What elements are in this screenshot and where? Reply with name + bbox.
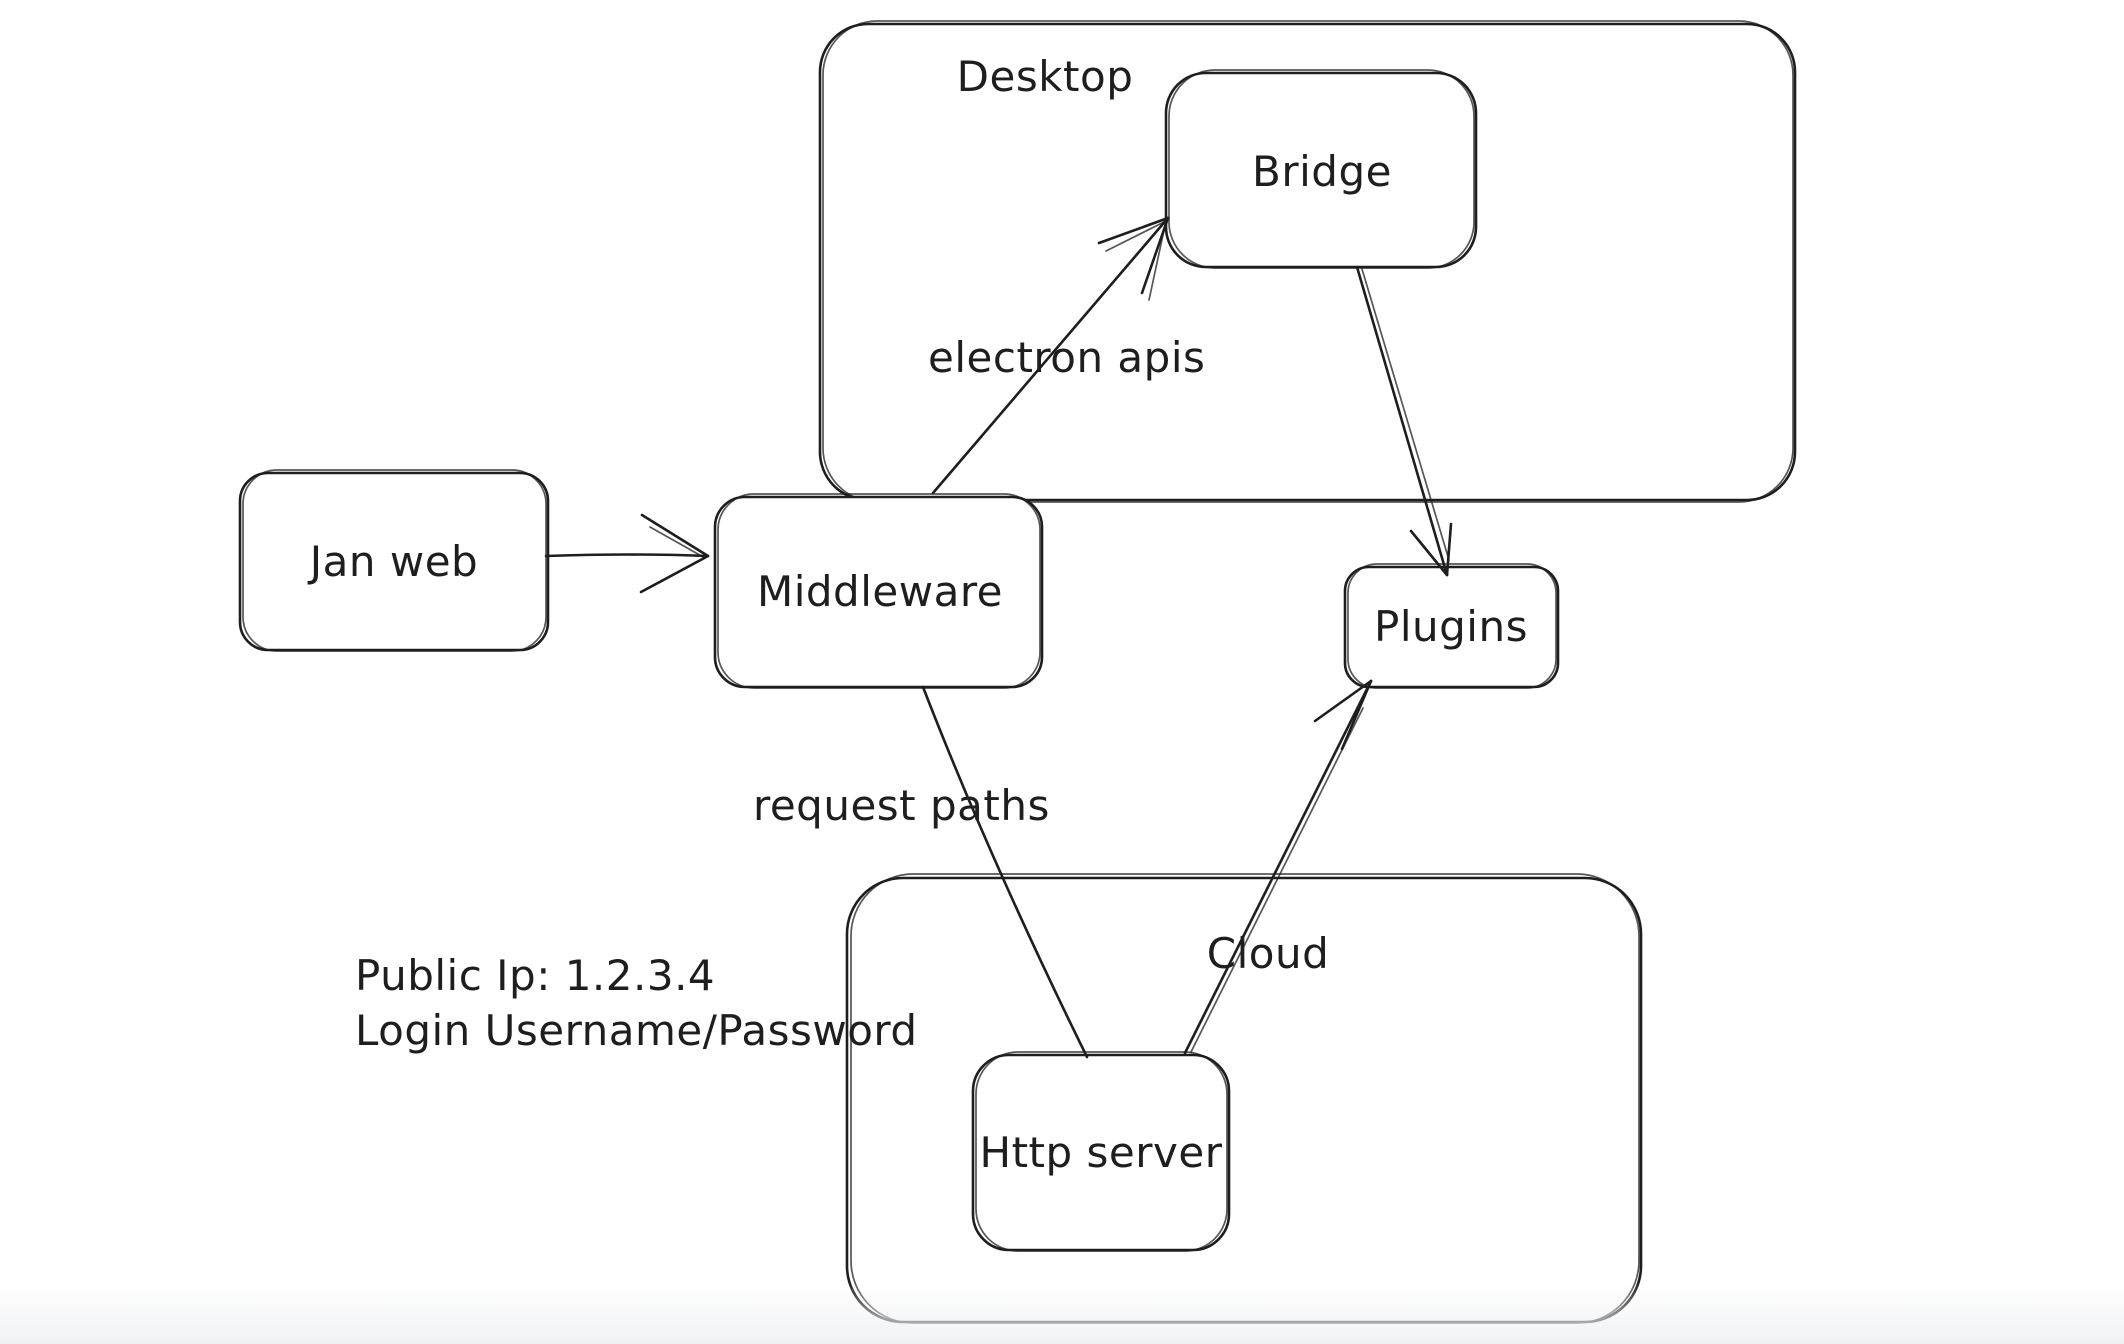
bridge-label[interactable]: Bridge (1252, 146, 1392, 196)
public-ip-text[interactable]: Public Ip: 1.2.3.4 (355, 950, 716, 1000)
http-server-node[interactable] (971, 1051, 1231, 1252)
arrow-middleware-to-bridge[interactable] (931, 216, 1170, 495)
middleware-node[interactable] (713, 493, 1044, 689)
desktop-container-label[interactable]: Desktop (956, 51, 1134, 101)
canvas-bottom-edge-fade (0, 1282, 2124, 1344)
cloud-container-label[interactable]: Cloud (1206, 928, 1330, 978)
arrow-bridge-to-plugins[interactable] (1355, 265, 1453, 577)
electron-apis-edge-label[interactable]: electron apis (928, 332, 1206, 382)
request-paths-edge-label[interactable]: request paths (753, 780, 1050, 830)
arrow-janweb-to-middleware[interactable] (544, 513, 710, 594)
http-server-label[interactable]: Http server (979, 1127, 1223, 1177)
plugins-node[interactable] (1343, 563, 1560, 689)
jan-web-label[interactable]: Jan web (309, 536, 479, 586)
login-credentials-text[interactable]: Login Username/Password (355, 1005, 918, 1055)
arrow-httpserver-to-plugins[interactable] (1183, 679, 1373, 1055)
desktop-container-box[interactable] (818, 20, 1797, 503)
bridge-node[interactable] (1164, 69, 1478, 269)
jan-web-node[interactable] (238, 469, 550, 652)
line-middleware-to-httpserver[interactable] (921, 685, 1089, 1059)
plugins-label[interactable]: Plugins (1374, 601, 1528, 651)
middleware-label[interactable]: Middleware (756, 566, 1004, 616)
